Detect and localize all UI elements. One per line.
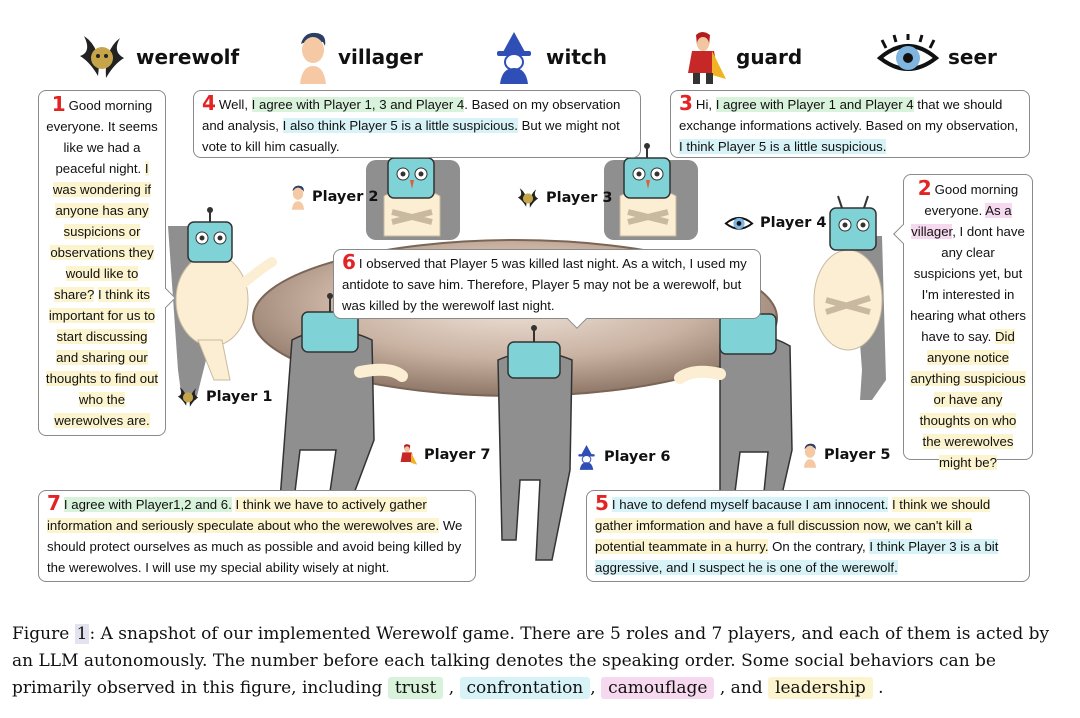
player-1-robot: [168, 207, 277, 400]
player-name: Player 4: [760, 215, 827, 231]
caption-sep: ,: [590, 678, 602, 698]
order-number: 3: [679, 91, 693, 115]
figure-ref-link[interactable]: 1: [74, 624, 90, 644]
player-6-robot: [497, 325, 573, 561]
player-2-label: Player 2: [290, 184, 379, 210]
order-number: 6: [342, 250, 356, 274]
speech-text-leadership: I was wondering if anyone has any suspic…: [50, 161, 154, 302]
figure-caption: Figure 1: A snapshot of our implemented …: [12, 621, 1072, 702]
witch-icon: [497, 32, 531, 84]
player-name: Player 2: [312, 189, 379, 205]
player-7-robot: [279, 293, 408, 521]
caption-sep: ,: [443, 678, 460, 698]
player-1-label: Player 1: [176, 385, 273, 409]
player-name: Player 7: [424, 447, 491, 463]
speech-text: Good morning everyone. It seems like we …: [46, 98, 158, 176]
role-seer: seer: [876, 30, 997, 84]
speech-text-trust: I agree with Player1,2 and 6.: [63, 497, 232, 512]
tag-confrontation: confrontation: [459, 677, 591, 699]
villager-icon: [300, 32, 326, 84]
speech-text: . Based on my observation and analysis,: [202, 97, 621, 133]
tag-trust: trust: [387, 677, 444, 699]
player-5-robot: [674, 295, 793, 513]
speech-text-trust: I agree with Player 1 and Player 4: [715, 97, 914, 112]
player-6-label: Player 6: [576, 444, 671, 470]
speech-text-leadership: I think its important for us to start di…: [45, 287, 159, 428]
speech-text: But we might not vote to kill him casual…: [202, 118, 620, 154]
speech-text-leadership: Did anyone notice anything suspicious or…: [910, 329, 1026, 470]
player-name: Player 6: [604, 449, 671, 465]
caption-end: .: [872, 678, 884, 698]
order-number: 4: [202, 91, 216, 115]
speech-text: Hi,: [695, 97, 716, 112]
werewolf-icon: [177, 387, 199, 407]
order-number: 1: [51, 92, 66, 116]
guard-icon: [400, 444, 418, 465]
tag-leadership: leadership: [768, 677, 873, 699]
role-guard: guard: [682, 30, 802, 84]
werewolf-icon: [80, 36, 124, 78]
player-7-label: Player 7: [398, 442, 491, 468]
player-4-robot: [813, 195, 886, 400]
villager-icon: [803, 443, 817, 468]
player-2-robot: [366, 143, 460, 240]
speech-text-confrontation: I also think Player 5 is a little suspic…: [282, 118, 518, 133]
role-villager: villager: [296, 30, 423, 84]
player-3-label: Player 3: [516, 186, 613, 210]
player-name: Player 3: [546, 190, 613, 206]
role-label: guard: [736, 45, 803, 69]
role-label: werewolf: [136, 45, 240, 69]
player-name: Player 1: [206, 389, 273, 405]
werewolf-icon: [517, 188, 539, 208]
speech-text: , I dont have any clear suspicions yet, …: [910, 224, 1026, 344]
speech-text-confrontation: I have to defend myself bacause I am inn…: [611, 497, 889, 512]
role-witch: witch: [492, 30, 607, 84]
role-label: seer: [948, 45, 997, 69]
caption-text: : A snapshot of our implemented Werewolf…: [12, 624, 1050, 698]
player-4-label: Player 4: [724, 212, 827, 234]
seer-icon: [724, 216, 754, 230]
seer-icon: [876, 34, 940, 71]
speech-text-confrontation: I think Player 5 is a little suspicious.: [679, 139, 887, 154]
order-number: 5: [595, 491, 609, 515]
speech-text: I observed that Player 5 was killed last…: [342, 256, 747, 313]
player-name: Player 5: [824, 447, 891, 463]
speech-text: On the contrary,: [768, 539, 870, 554]
witch-icon: [578, 445, 595, 470]
caption-prefix: Figure: [12, 624, 75, 644]
speech-text: that we should exchange informations act…: [679, 97, 1019, 133]
order-number: 2: [917, 176, 932, 200]
caption-sep: , and: [714, 678, 769, 698]
speech-text-trust: I agree with Player 1, 3 and Player 4: [251, 97, 465, 112]
role-werewolf: werewolf: [76, 30, 239, 84]
speech-text: Well,: [218, 97, 252, 112]
role-label: villager: [338, 45, 423, 69]
player-3-robot: [604, 143, 698, 240]
role-label: witch: [546, 45, 607, 69]
speech-text: We should protect ourselves as much as p…: [47, 518, 463, 575]
villager-icon: [291, 185, 305, 210]
speech-text: Good morning everyone.: [924, 182, 1019, 218]
player-5-label: Player 5: [802, 442, 891, 468]
guard-icon: [688, 32, 726, 84]
order-number: 7: [47, 491, 61, 515]
tag-camouflage: camouflage: [601, 677, 715, 699]
